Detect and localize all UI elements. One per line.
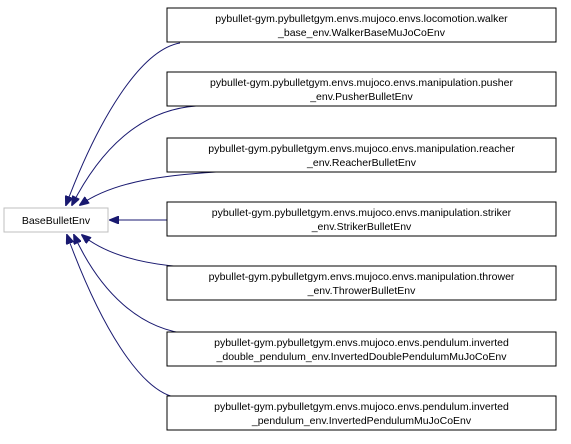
derived-class-label-line2: _env.StrikerBulletEnv [311, 221, 412, 233]
derived-class-label-line1: pybullet-gym.pybulletgym.envs.mujoco.env… [214, 401, 509, 413]
derived-class-label-line1: pybullet-gym.pybulletgym.envs.mujoco.env… [210, 77, 513, 89]
base-class-node[interactable]: BaseBulletEnv [3, 207, 109, 233]
inheritance-edge [80, 171, 217, 205]
derived-class-label-line1: pybullet-gym.pybulletgym.envs.mujoco.env… [209, 271, 515, 283]
derived-class-label-line2: _env.PusherBulletEnv [309, 91, 413, 103]
derived-class-box [166, 331, 557, 367]
derived-class-label-line2: _base_env.WalkerBaseMuJoCoEnv [277, 27, 446, 39]
derived-class-label-line1: pybullet-gym.pybulletgym.envs.mujoco.env… [214, 337, 509, 349]
derived-class-box [166, 395, 557, 431]
derived-class-label-line1: pybullet-gym.pybulletgym.envs.mujoco.env… [208, 143, 515, 155]
derived-class-label-line1: pybullet-gym.pybulletgym.envs.mujoco.env… [212, 207, 512, 219]
inheritance-edge [72, 105, 197, 205]
derived-class-node[interactable]: pybullet-gym.pybulletgym.envs.mujoco.env… [166, 331, 557, 367]
base-class-label: BaseBulletEnv [22, 215, 91, 227]
derived-class-label-line2: _env.ReacherBulletEnv [306, 157, 417, 169]
base-class-box [3, 207, 109, 233]
derived-class-box [166, 71, 557, 107]
derived-class-label-line2: _env.ThrowerBulletEnv [307, 285, 417, 297]
derived-class-box [166, 201, 557, 237]
derived-class-label-line2: _pendulum_env.InvertedPendulumMuJoCoEnv [251, 415, 472, 427]
derived-class-box [166, 137, 557, 173]
derived-class-label-line2: _double_pendulum_env.InvertedDoublePendu… [216, 351, 508, 363]
inheritance-edges [66, 42, 217, 399]
derived-class-node[interactable]: pybullet-gym.pybulletgym.envs.mujoco.env… [166, 201, 557, 237]
inheritance-edge [67, 235, 181, 399]
inheritance-edge [66, 42, 181, 205]
derived-class-node[interactable]: pybullet-gym.pybulletgym.envs.mujoco.env… [166, 71, 557, 107]
derived-class-nodes: pybullet-gym.pybulletgym.envs.mujoco.env… [166, 7, 557, 431]
derived-class-label-line1: pybullet-gym.pybulletgym.envs.mujoco.env… [215, 13, 508, 25]
derived-class-box [166, 7, 557, 43]
inheritance-edge [74, 235, 191, 335]
derived-class-node[interactable]: pybullet-gym.pybulletgym.envs.mujoco.env… [166, 265, 557, 301]
inheritance-edge [82, 235, 217, 269]
derived-class-node[interactable]: pybullet-gym.pybulletgym.envs.mujoco.env… [166, 7, 557, 43]
derived-class-node[interactable]: pybullet-gym.pybulletgym.envs.mujoco.env… [166, 137, 557, 173]
derived-class-node[interactable]: pybullet-gym.pybulletgym.envs.mujoco.env… [166, 395, 557, 431]
derived-class-box [166, 265, 557, 301]
